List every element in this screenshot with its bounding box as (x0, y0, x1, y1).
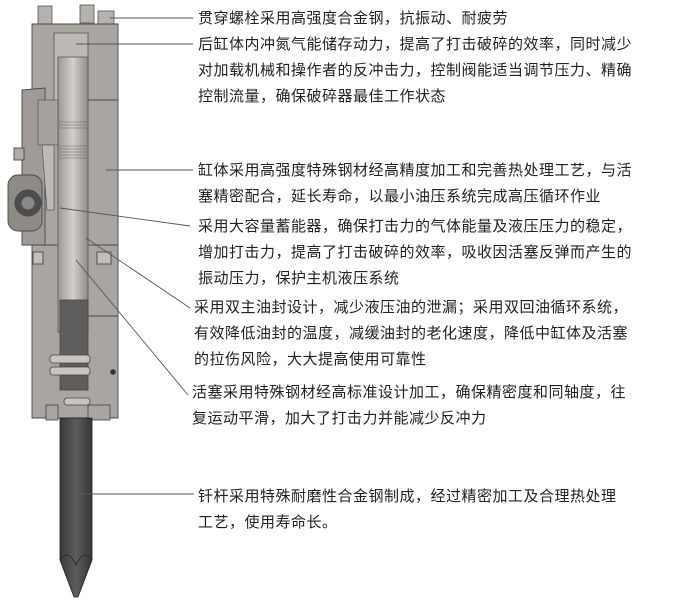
annotation-rear-cylinder: 后缸体内冲氮气能储存动力，提高了打击破碎的效率，同时减少 对加载机械和操作者的反… (198, 31, 632, 109)
through-bolt-heads (37, 4, 115, 26)
annotation-line: 活塞采用特殊钢材经高标准设计加工，确保精密度和同轴度，往 (192, 383, 627, 401)
annotation-line: 复运动平滑，加大了打击力并能减少反冲力 (192, 409, 487, 427)
annotation-line: 采用双主油封设计，减少液压油的泄漏；采用双回油循环系统， (194, 298, 629, 316)
annotation-line: 塞精密配合，延长寿命，以最小油压系统完成高压循环作业 (198, 187, 602, 205)
control-valve (37, 99, 59, 211)
annotation-line: 缸体采用高强度特殊钢材经高精度加工和完善热处理工艺，与活 (198, 161, 633, 179)
front-head (45, 299, 116, 421)
annotation-cylinder-body: 缸体采用高强度特殊钢材经高精度加工和完善热处理工艺，与活 塞精密配合，延长寿命，… (198, 157, 632, 209)
annotation-line: 贯穿螺栓采用高强度合金钢，抗振动、耐疲劳 (198, 9, 509, 27)
annotation-line: 后缸体内冲氮气能储存动力，提高了打击破碎的效率，同时减少 (198, 35, 633, 53)
annotation-line: 的拉伤风险，大大提高使用可靠性 (194, 350, 427, 368)
chisel-tool (59, 417, 93, 598)
leader-line-oil-seal (85, 237, 191, 309)
annotation-chisel: 钎杆采用特殊耐磨性合金钢制成，经过精密加工及合理热处理 工艺，使用寿命长。 (198, 483, 617, 535)
annotation-line: 工艺，使用寿命长。 (198, 513, 338, 531)
leader-lines (59, 17, 194, 495)
annotation-accumulator: 采用大容量蓄能器，确保打击力的气体能量及液压压力的稳定， 增加打击力，提高了打击… (198, 213, 632, 291)
annotation-line: 采用大容量蓄能器，确保打击力的气体能量及液压压力的稳定， (198, 217, 633, 235)
annotation-line: 钎杆采用特殊耐磨性合金钢制成，经过精密加工及合理热处理 (198, 487, 617, 505)
annotation-line: 振动压力，保护主机液压系统 (198, 269, 400, 287)
annotation-line: 控制流量，确保破碎器最佳工作状态 (198, 87, 447, 105)
annotation-piston: 活塞采用特殊钢材经高标准设计加工，确保精密度和同轴度，往 复运动平滑，加大了打击… (192, 379, 626, 431)
leader-line-piston (75, 259, 189, 396)
annotation-oil-seal: 采用双主油封设计，减少液压油的泄漏；采用双回油循环系统， 有效降低油封的温度，减… (194, 294, 628, 372)
annotation-line: 增加打击力，提高了打击破碎的效率，吸收因活塞反弹而产生的 (198, 243, 633, 261)
piston (57, 56, 89, 333)
leader-line-accumulator (59, 207, 191, 227)
annotation-bolts: 贯穿螺栓采用高强度合金钢，抗振动、耐疲劳 (198, 5, 508, 31)
annotation-line: 对加载机械和操作者的反冲击力，控制阀能适当调节压力、精确 (198, 61, 633, 79)
annotation-line: 有效降低油封的温度，减缓油封的老化速度，降低中缸体及活塞 (194, 324, 629, 342)
